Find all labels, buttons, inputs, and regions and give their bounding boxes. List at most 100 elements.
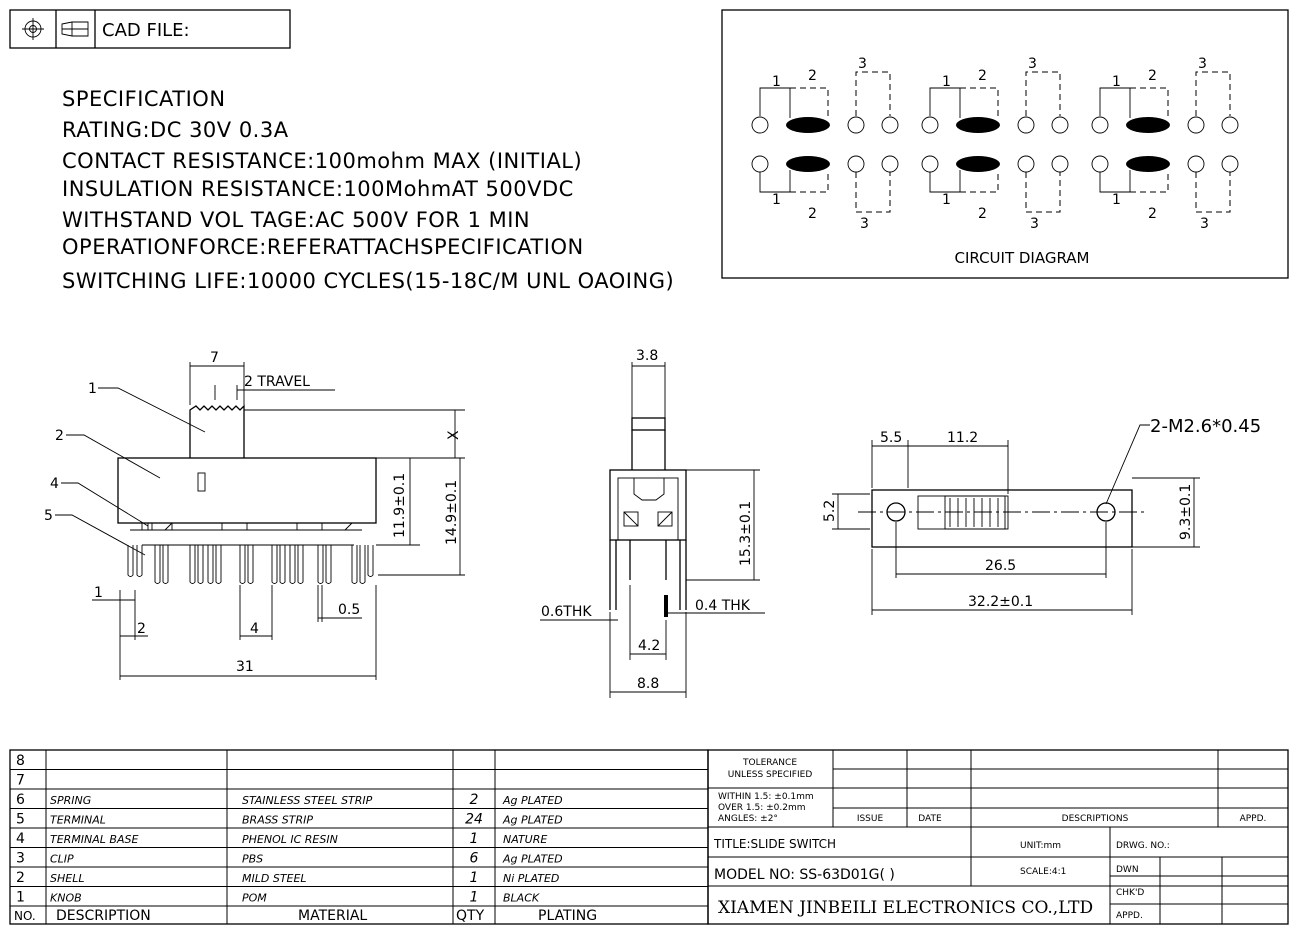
- contact-bar: [786, 117, 830, 133]
- callout-2: 2: [55, 428, 64, 444]
- terminal-pin: [197, 545, 204, 584]
- dim-pitch-1: 1: [94, 585, 103, 601]
- circuit-label: 1: [942, 192, 951, 208]
- side-dim-w2: 8.8: [637, 676, 659, 692]
- bom-desc: SPRING: [50, 794, 91, 807]
- circuit-label: 1: [942, 74, 951, 90]
- bom-plating: BLACK: [503, 892, 540, 905]
- terminal-pin: [247, 545, 254, 584]
- drawing-number-label: DRWG. NO.:: [1116, 841, 1170, 851]
- dim-height-1: 11.9±0.1: [392, 473, 408, 538]
- top-dim-b: 11.2: [947, 430, 978, 446]
- tolerance-within: WITHIN 1.5: ±0.1mm: [718, 792, 814, 802]
- callout-4: 4: [50, 476, 59, 492]
- contact-bar: [956, 156, 1000, 172]
- circuit-label: 2: [978, 68, 987, 84]
- circuit-label: 1: [772, 74, 781, 90]
- dim-total-length: 31: [236, 659, 254, 675]
- bom-material: MILD STEEL: [242, 872, 307, 885]
- terminal-pin: [289, 545, 296, 584]
- callout-1: 1: [88, 381, 97, 397]
- dim-x: X: [446, 430, 462, 440]
- circuit-label: 3: [1030, 216, 1039, 232]
- circuit-label: 2: [978, 206, 987, 222]
- bom-no: 6: [16, 792, 25, 808]
- side-dim-height: 15.3±0.1: [738, 501, 754, 566]
- bom-desc: TERMINAL: [50, 814, 106, 827]
- contact-bar: [1126, 117, 1170, 133]
- circuit-label: 2: [1148, 206, 1157, 222]
- circuit-label: 3: [858, 56, 867, 72]
- appd-header: APPD.: [1240, 814, 1267, 824]
- dim-travel: 2 TRAVEL: [244, 374, 310, 390]
- bom-row: 7: [16, 773, 25, 789]
- projection-symbol-icon: [22, 18, 44, 40]
- bom-plating: Ag PLATED: [502, 853, 563, 866]
- terminal-pin: [239, 545, 246, 584]
- specification-block: SPECIFICATION RATING:DC 30V 0.3A CONTACT…: [62, 87, 674, 293]
- spec-line-4: WITHSTAND VOL TAGE:AC 500V FOR 1 MIN: [62, 208, 530, 232]
- bom-plating: Ag PLATED: [502, 794, 563, 807]
- terminal-pin: [207, 545, 214, 584]
- bom-no: 2: [16, 870, 25, 886]
- side-dim-thk-1: 0.6THK: [541, 604, 592, 620]
- tolerance-over: OVER 1.5: ±0.2mm: [718, 803, 805, 813]
- bom-qty: 1: [470, 890, 479, 906]
- top-dim-a: 5.5: [880, 430, 902, 446]
- side-dim-thk-2: 0.4 THK: [695, 598, 751, 614]
- bom-qty: 1: [470, 870, 479, 886]
- dim-pitch-2: 2: [137, 621, 146, 637]
- title-block: TOLERANCE UNLESS SPECIFIED WITHIN 1.5: ±…: [707, 749, 1289, 925]
- unit-label: UNIT:mm: [1020, 841, 1061, 851]
- bom-qty: 24: [465, 812, 483, 828]
- side-dim-knob: 3.8: [636, 348, 658, 364]
- bom-desc: CLIP: [50, 853, 74, 866]
- circuit-label: 3: [1028, 56, 1037, 72]
- top-dim-e: 26.5: [985, 558, 1016, 574]
- bom-header-no: NO.: [14, 909, 36, 923]
- drawing-title: TITLE:SLIDE SWITCH: [713, 837, 836, 851]
- approved-by-label: APPD.: [1116, 911, 1143, 921]
- terminal-pin: [359, 545, 366, 584]
- terminal-pin: [136, 545, 143, 577]
- circuit-label: 1: [1112, 74, 1121, 90]
- tolerance-line-2: UNLESS SPECIFIED: [728, 770, 813, 780]
- cad-file-label: CAD FILE:: [102, 20, 190, 41]
- circuit-label: 3: [1200, 216, 1209, 232]
- bom-material: POM: [242, 892, 267, 905]
- bom-no: 1: [16, 890, 25, 906]
- circuit-label: 2: [1148, 68, 1157, 84]
- terminal-pin: [162, 545, 169, 584]
- bom-header-desc: DESCRIPTION: [56, 908, 151, 924]
- circuit-label: 2: [808, 68, 817, 84]
- bom-material: STAINLESS STEEL STRIP: [242, 794, 373, 807]
- dim-height-2: 14.9±0.1: [444, 480, 460, 545]
- terminal-pin: [297, 545, 304, 584]
- tolerance-line-1: TOLERANCE: [742, 758, 797, 768]
- bom-header-qty: QTY: [456, 908, 485, 924]
- bom-qty: 1: [470, 831, 479, 847]
- tolerance-angles: ANGLES: ±2°: [718, 814, 778, 824]
- bom-material: PBS: [242, 853, 263, 866]
- drawn-by-label: DWN: [1116, 865, 1139, 875]
- date-header: DATE: [918, 814, 942, 824]
- view-symbol-icon: [61, 21, 89, 37]
- terminal-pin: [367, 545, 374, 577]
- spec-line-2: CONTACT RESISTANCE:100mohm MAX (INITIAL): [62, 149, 582, 173]
- bom-desc: SHELL: [50, 872, 84, 885]
- bom-qty: 6: [470, 851, 479, 867]
- terminal-pin: [154, 545, 161, 584]
- bom-plating: Ag PLATED: [502, 814, 563, 827]
- terminal-pin: [127, 545, 134, 577]
- spec-line-6: SWITCHING LIFE:10000 CYCLES(15-18C/M UNL…: [62, 269, 674, 293]
- circuit-label: 3: [860, 216, 869, 232]
- contact-bar: [956, 117, 1000, 133]
